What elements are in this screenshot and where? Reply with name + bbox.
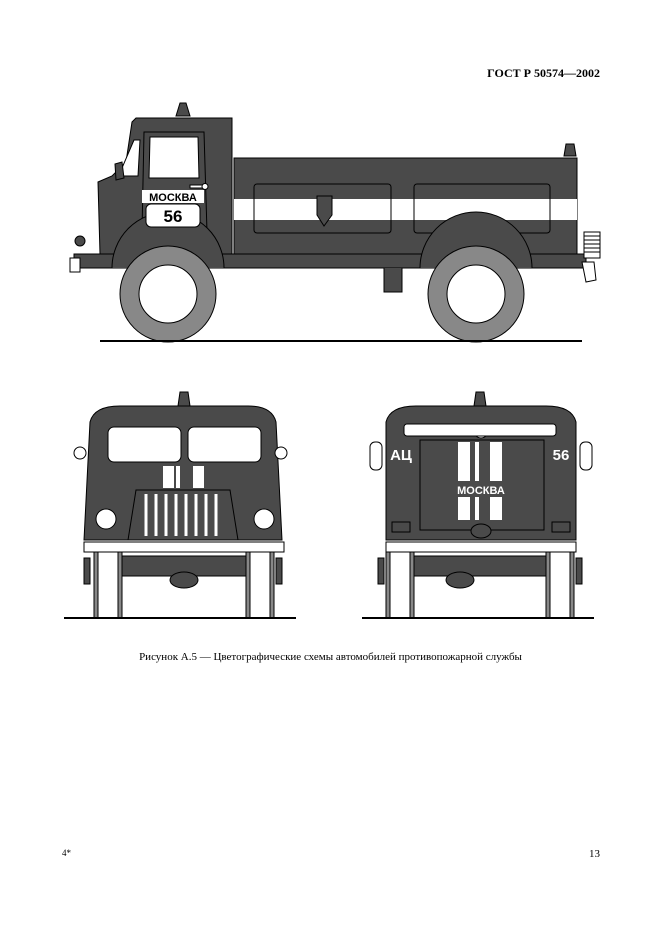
side-unit-number: 56 — [164, 207, 183, 226]
sheet-mark: 4* — [62, 848, 71, 858]
rear-vehicle-code: АЦ — [390, 447, 412, 464]
document-standard-number: ГОСТ Р 50574—2002 — [487, 66, 600, 80]
figure-caption: Рисунок А.5 — Цветографические схемы авт… — [139, 651, 522, 663]
rear-view-truck: МОСКВА АЦ 56 — [362, 391, 594, 619]
page-number: 13 — [589, 848, 600, 860]
front-view-truck — [64, 391, 296, 619]
side-city-label: МОСКВА — [149, 192, 197, 204]
rear-city-label: МОСКВА — [457, 485, 505, 497]
fire-truck-drawings: МОСКВА 56 — [64, 102, 601, 619]
side-view-truck: МОСКВА 56 — [69, 102, 601, 343]
side-rear-wheel — [427, 245, 525, 343]
rear-unit-number: 56 — [553, 447, 570, 464]
side-front-wheel — [119, 245, 217, 343]
